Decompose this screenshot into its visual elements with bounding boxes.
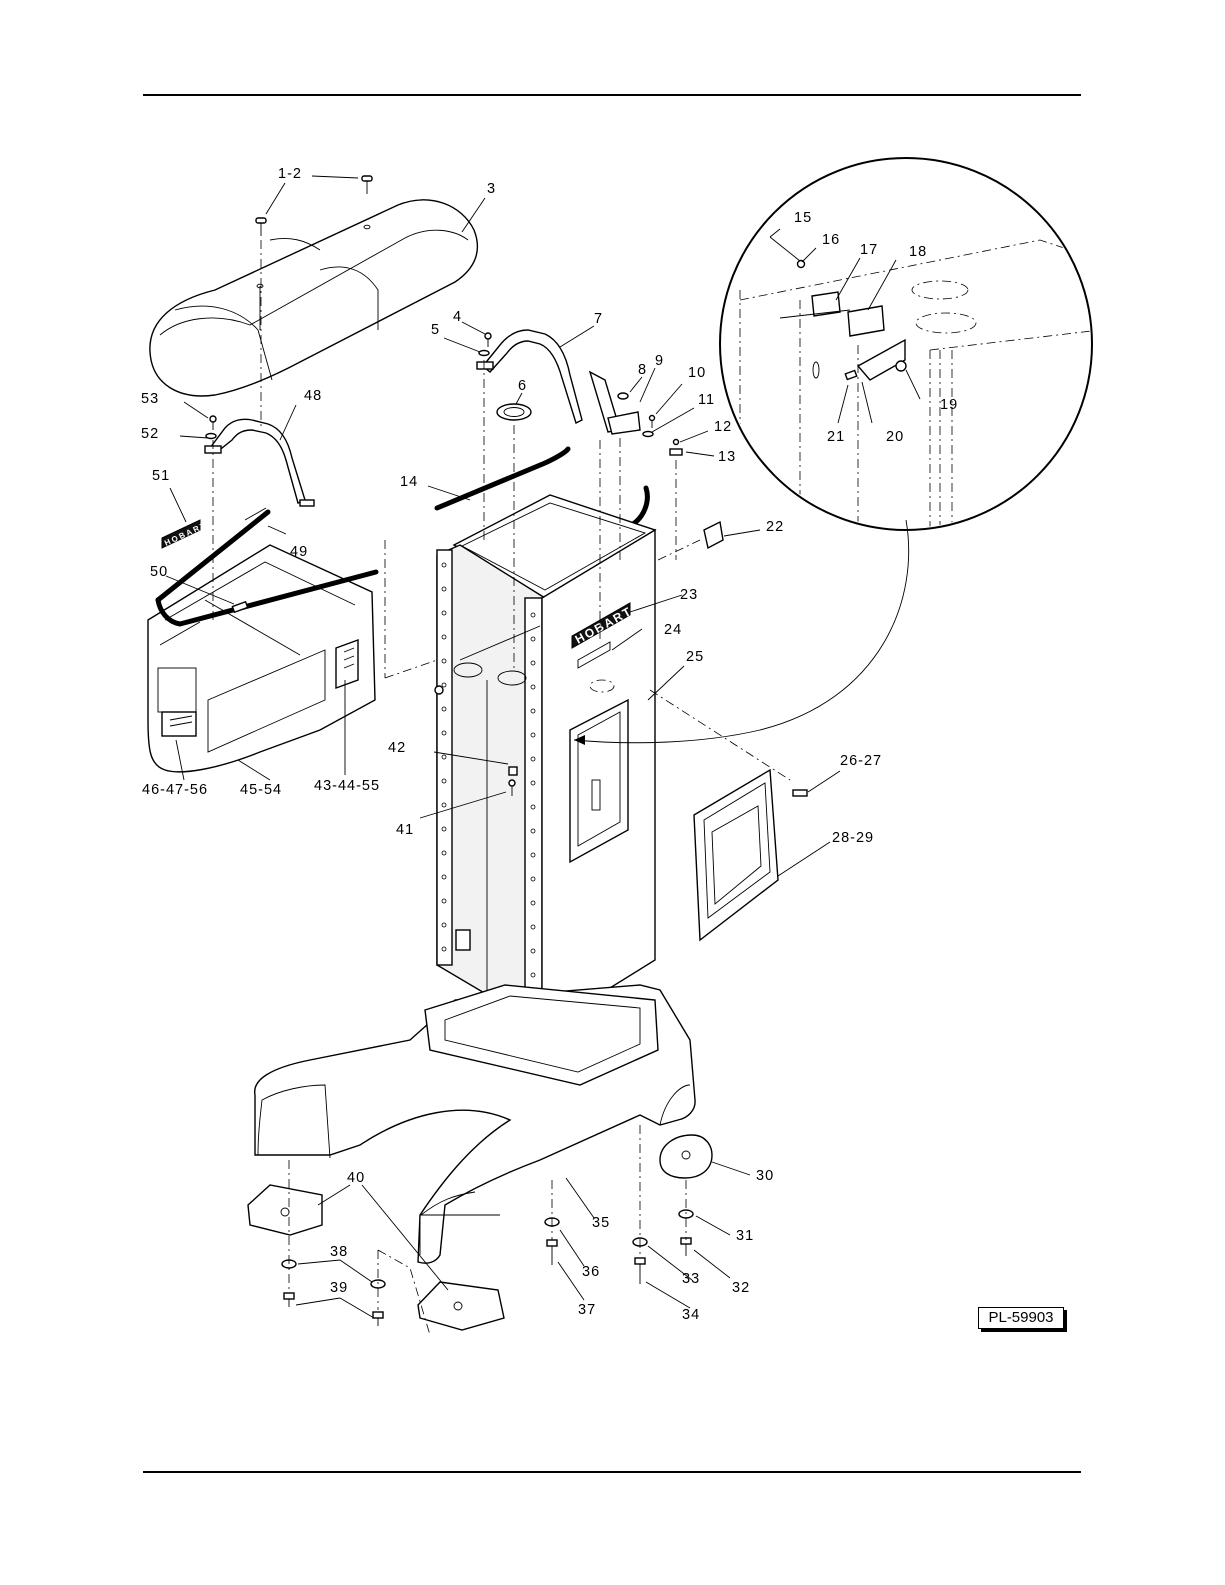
callout-39: 39 <box>330 1280 348 1296</box>
flange-hole <box>442 827 446 831</box>
flange-hole <box>531 613 535 617</box>
flange-hole <box>531 805 535 809</box>
callout-25: 25 <box>686 649 704 665</box>
mounting-plate <box>704 522 723 548</box>
flange-hole <box>531 925 535 929</box>
callout-37: 37 <box>578 1302 596 1318</box>
flange-hole <box>531 877 535 881</box>
callout-31: 31 <box>736 1228 754 1244</box>
callout-11: 11 <box>698 392 715 408</box>
callout-20: 20 <box>886 429 904 445</box>
flange-hole <box>442 611 446 615</box>
callout-26-27: 26-27 <box>840 753 882 769</box>
callout-23: 23 <box>680 587 698 603</box>
flange-hole <box>442 659 446 663</box>
callout-33: 33 <box>682 1271 700 1287</box>
callout-53: 53 <box>141 391 159 407</box>
flange-hole <box>442 851 446 855</box>
flange-hole <box>531 781 535 785</box>
callout-24: 24 <box>664 622 682 638</box>
callout-15: 15 <box>794 210 812 226</box>
callout-22: 22 <box>766 519 784 535</box>
callout-38: 38 <box>330 1244 348 1260</box>
callout-18: 18 <box>909 244 927 260</box>
callout-19: 19 <box>940 397 958 413</box>
front-support-bracket <box>205 419 314 506</box>
callout-6: 6 <box>518 378 527 394</box>
callout-49: 49 <box>290 544 308 560</box>
flange-hole <box>442 755 446 759</box>
callout-46-47-56: 46-47-56 <box>142 782 208 798</box>
side-badge: HOBART <box>162 520 209 548</box>
callout-48: 48 <box>304 388 322 404</box>
callout-16: 16 <box>822 232 840 248</box>
callout-17: 17 <box>860 242 878 258</box>
callout-5: 5 <box>431 322 440 338</box>
callout-8: 8 <box>638 362 647 378</box>
flange-hole <box>442 899 446 903</box>
callout-36: 36 <box>582 1264 600 1280</box>
callout-35: 35 <box>592 1215 610 1231</box>
callout-3: 3 <box>487 181 496 197</box>
detail-view <box>720 158 1100 540</box>
top-cover <box>150 200 478 396</box>
flange-hole <box>531 709 535 713</box>
flange-hole <box>531 757 535 761</box>
switch-bracket <box>590 372 640 434</box>
grommet <box>497 404 531 420</box>
callout-43-44-55: 43-44-55 <box>314 778 380 794</box>
flange-hole <box>442 779 446 783</box>
flange-hole <box>531 637 535 641</box>
callout-50: 50 <box>150 564 168 580</box>
flange-hole <box>442 707 446 711</box>
flange-hole <box>531 661 535 665</box>
callout-4: 4 <box>453 309 462 325</box>
access-cover <box>694 770 807 940</box>
callout-9: 9 <box>655 353 664 369</box>
callout-7: 7 <box>594 311 603 327</box>
callout-51: 51 <box>152 468 170 484</box>
callout-40: 40 <box>347 1170 365 1186</box>
callout-21: 21 <box>827 429 845 445</box>
column-body: HOBART <box>435 495 655 1030</box>
callout-34: 34 <box>682 1307 700 1323</box>
flange-hole <box>442 803 446 807</box>
callout-41: 41 <box>396 822 414 838</box>
flange-hole <box>442 731 446 735</box>
callout-1-2: 1-2 <box>278 166 302 182</box>
callout-13: 13 <box>718 449 736 465</box>
callout-28-29: 28-29 <box>832 830 874 846</box>
flange-hole <box>442 947 446 951</box>
flange-hole <box>531 901 535 905</box>
flange-hole <box>531 733 535 737</box>
flange-hole <box>531 973 535 977</box>
flange-hole <box>531 685 535 689</box>
callout-52: 52 <box>141 426 159 442</box>
flange-hole <box>531 853 535 857</box>
flange-hole <box>531 949 535 953</box>
callout-45-54: 45-54 <box>240 782 282 798</box>
callout-14: 14 <box>400 474 418 490</box>
callout-32: 32 <box>732 1280 750 1296</box>
flange-hole <box>442 683 446 687</box>
flange-hole <box>442 875 446 879</box>
callout-12: 12 <box>714 419 732 435</box>
flange-hole <box>442 587 446 591</box>
flange-hole <box>442 635 446 639</box>
callout-42: 42 <box>388 740 406 756</box>
flange-hole <box>442 923 446 927</box>
flange-hole <box>531 829 535 833</box>
flange-hole <box>442 563 446 567</box>
callout-10: 10 <box>688 365 706 381</box>
callout-30: 30 <box>756 1168 774 1184</box>
plate-number-label: PL-59903 <box>978 1307 1064 1329</box>
